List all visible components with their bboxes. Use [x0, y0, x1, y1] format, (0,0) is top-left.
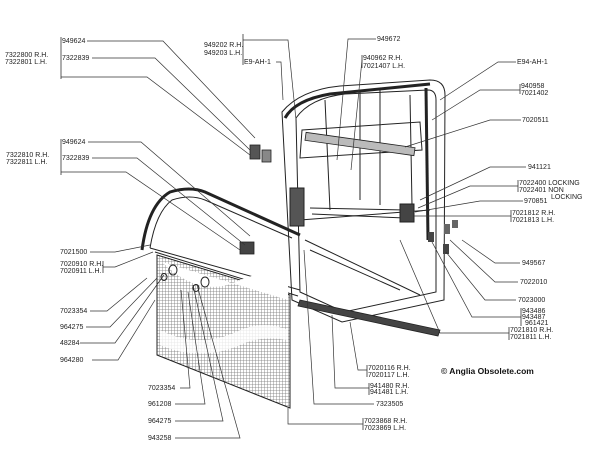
part-label: 7322800 R.H. [5, 52, 48, 59]
part-label: 7022401 NON [519, 187, 564, 194]
part-label: 7020117 L.H. [368, 372, 410, 379]
part-label: 943486 [522, 308, 545, 315]
part-label: 7023000 [518, 297, 545, 304]
part-label: LOCKING [551, 194, 583, 201]
copyright-text: © Anglia Obsolete.com [441, 366, 534, 376]
part-label: 7023868 R.H. [364, 418, 407, 425]
part-label: 943258 [148, 435, 171, 442]
part-label: 7022010 [520, 279, 547, 286]
part-label: 7023354 [148, 385, 175, 392]
part-label: 7022400 LOCKING [519, 180, 580, 187]
part-label: 961208 [148, 401, 171, 408]
part-label: 940958 [521, 83, 544, 90]
part-label: 964280 [60, 357, 83, 364]
part-label: 7020511 [522, 117, 549, 124]
part-label: 7021812 R.H. [512, 210, 555, 217]
part-label: 7021500 [60, 249, 87, 256]
door-inner-panel [281, 79, 446, 337]
part-label: 964275 [60, 324, 83, 331]
part-label: 7322801 L.H. [5, 59, 47, 66]
door-outer-skin [140, 144, 458, 409]
part-label: 949203 L.H. [204, 50, 242, 57]
part-label: 7023869 L.H. [364, 425, 406, 432]
part-label: 940962 R.H. [363, 55, 402, 62]
part-label: 48284 [60, 340, 80, 347]
part-label: 7021402 [521, 90, 548, 97]
part-label: 7322839 [62, 55, 89, 62]
leader-lines [61, 38, 526, 439]
part-label: 7322839 [62, 155, 89, 162]
part-label: 7020910 R.H. [60, 261, 103, 268]
part-label: 961421 [525, 320, 548, 327]
part-label: 7322810 R.H. [6, 152, 49, 159]
part-label: 964275 [148, 418, 171, 425]
part-label: 949672 [377, 36, 400, 43]
part-label: 7023354 [60, 308, 87, 315]
part-label: 7020911 L.H. [60, 268, 102, 275]
part-label: 7020116 R.H. [368, 365, 411, 372]
part-labels: 949624 7322800 R.H. 7322801 L.H. 7322839… [5, 36, 583, 442]
part-label: 949202 R.H. [204, 42, 243, 49]
part-label: 7021810 R.H. [510, 327, 553, 334]
part-label: 7021407 L.H. [363, 63, 405, 70]
part-label: 7021813 L.H. [512, 217, 554, 224]
part-label: 949624 [62, 139, 85, 146]
part-label: 949567 [522, 260, 545, 267]
part-label: E94-AH-1 [517, 59, 548, 66]
part-label: 943487 [522, 314, 545, 321]
part-label: 941121 [528, 164, 551, 171]
part-label: 949624 [62, 38, 85, 45]
part-label: 941481 L.H. [370, 389, 408, 396]
part-label: 7323505 [376, 401, 403, 408]
part-label: 941480 R.H. [370, 383, 409, 390]
part-label: 7322811 L.H. [6, 159, 48, 166]
part-label: 7021811 L.H. [510, 334, 552, 341]
part-label: E9-AH-1 [244, 59, 271, 66]
part-label: 970851 [524, 198, 547, 205]
